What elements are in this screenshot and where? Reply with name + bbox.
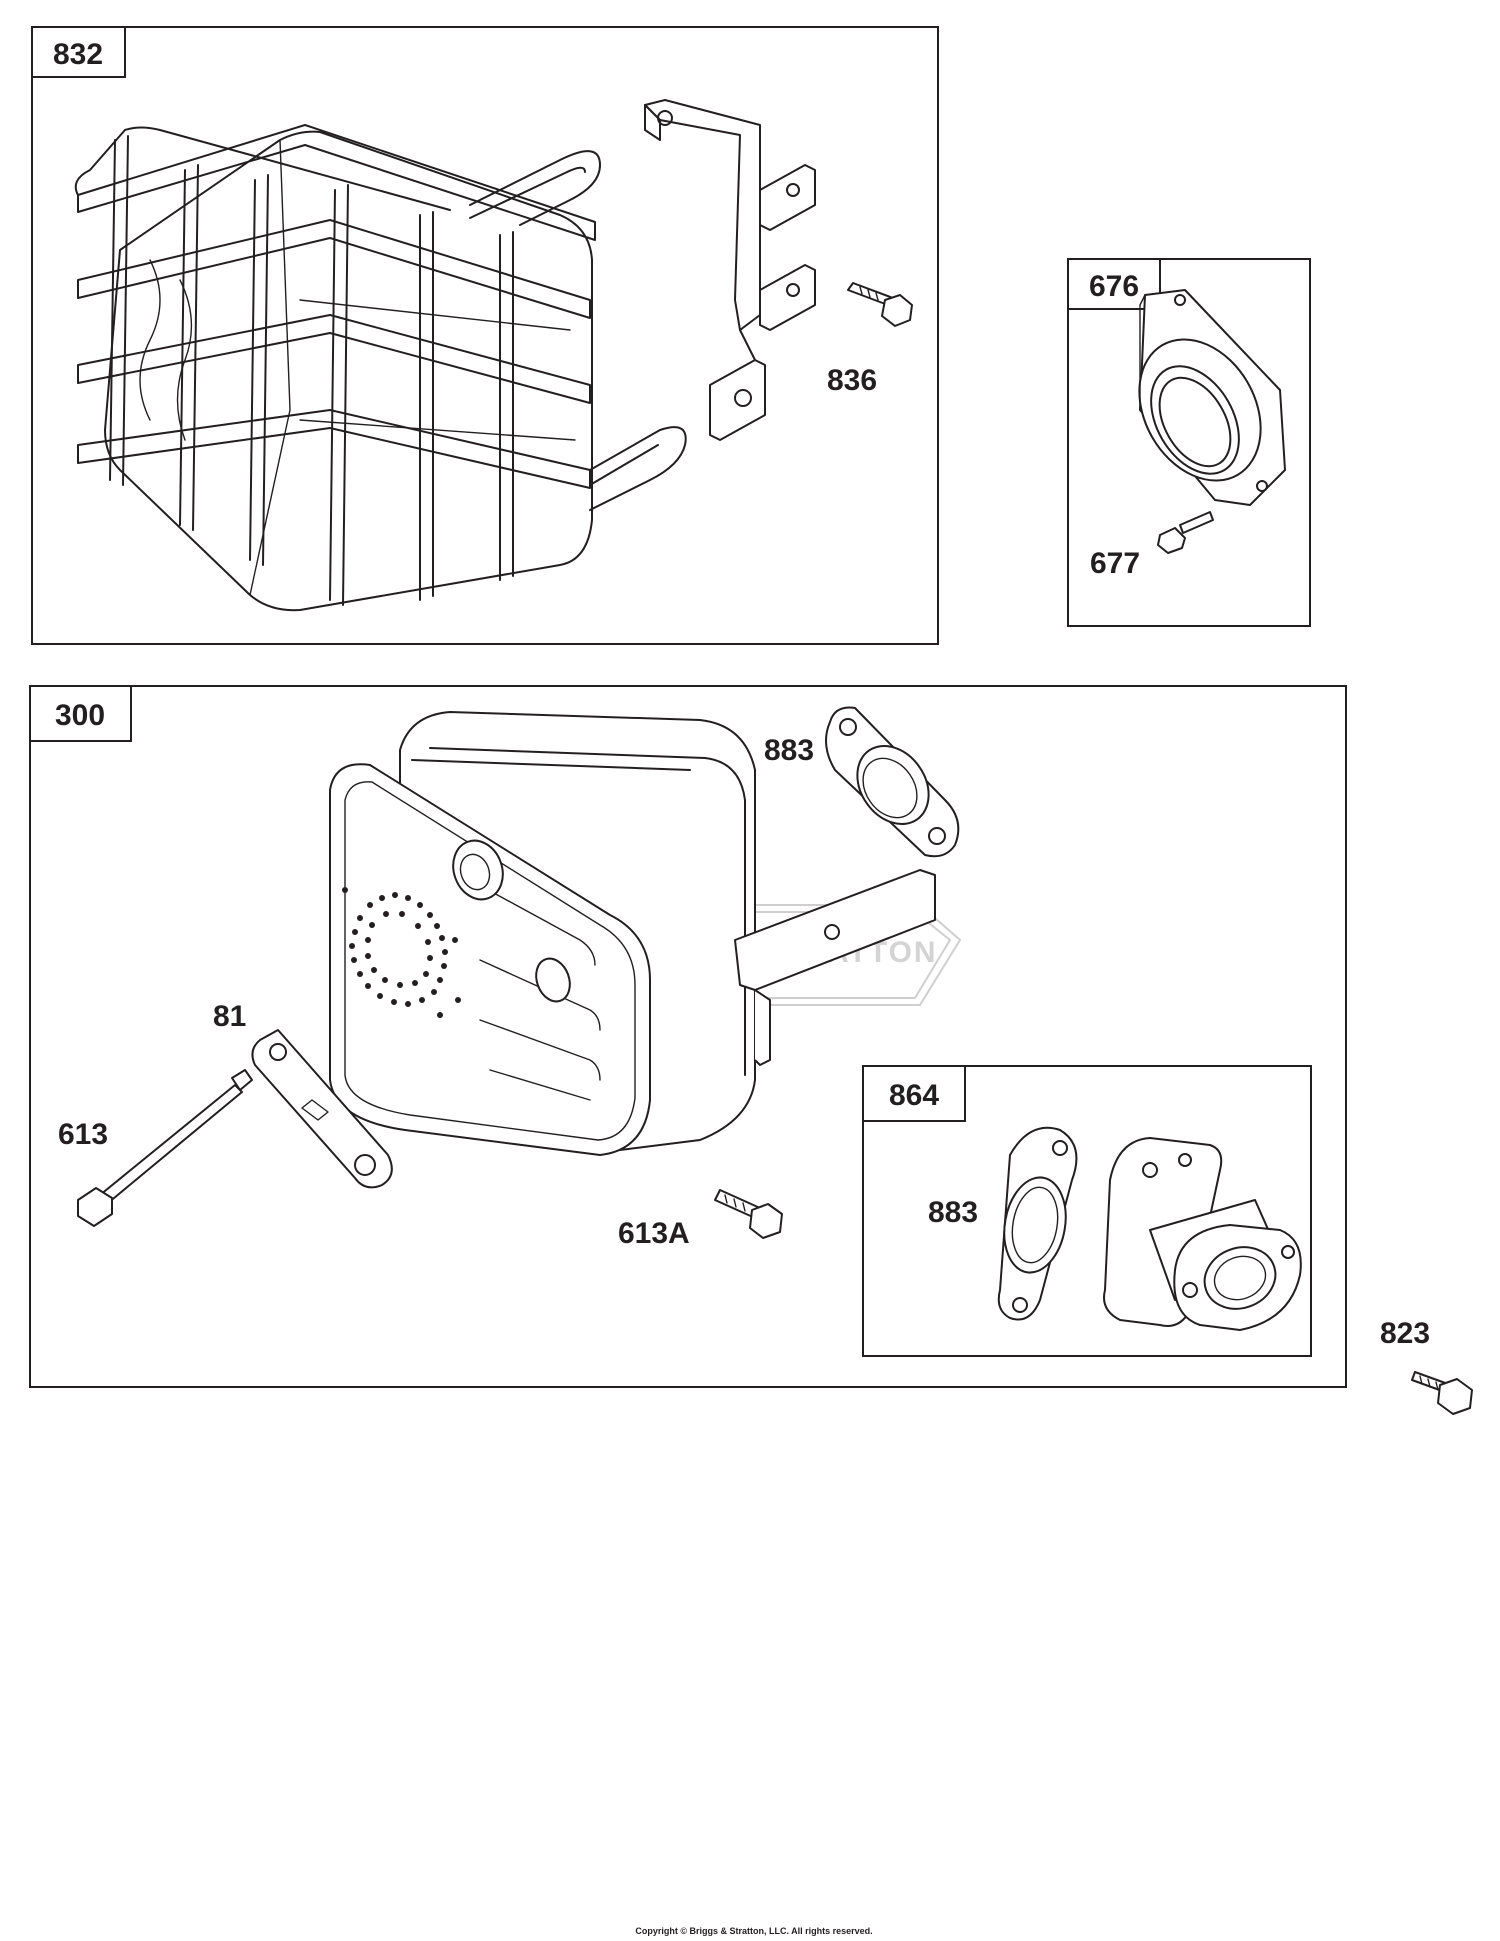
callout-613: 613 bbox=[58, 1118, 108, 1151]
group-832: 832 bbox=[31, 26, 939, 645]
label-864: 864 bbox=[889, 1079, 939, 1112]
bolt-836-drawing bbox=[847, 282, 913, 327]
tag-832 bbox=[31, 26, 126, 78]
callout-677: 677 bbox=[1090, 547, 1140, 580]
screw-613-drawing bbox=[77, 1069, 253, 1227]
tag-864 bbox=[862, 1065, 966, 1122]
callout-836: 836 bbox=[827, 364, 877, 397]
screw-613a-drawing bbox=[714, 1189, 783, 1239]
label-300: 300 bbox=[55, 699, 105, 732]
callout-883-top: 883 bbox=[764, 734, 814, 767]
plate-81-drawing bbox=[251, 1029, 393, 1189]
callout-613a: 613A bbox=[618, 1217, 690, 1250]
tag-300 bbox=[29, 685, 132, 742]
gasket-883-top-drawing bbox=[825, 706, 960, 858]
frame-832 bbox=[31, 26, 939, 645]
frame-864 bbox=[862, 1065, 1312, 1357]
gasket-883-inner-drawing bbox=[997, 1126, 1078, 1321]
screw-677-drawing bbox=[1157, 511, 1214, 554]
callout-81: 81 bbox=[213, 1000, 246, 1033]
frame-300 bbox=[29, 685, 1347, 1388]
group-300: 300 BRIGGS & STRATTON bbox=[29, 685, 1347, 1388]
exhaust-adapter-drawing bbox=[1103, 1137, 1302, 1331]
bolt-823-drawing bbox=[1411, 1371, 1473, 1415]
guard-bracket-drawing bbox=[644, 99, 816, 441]
muffler-perforations bbox=[342, 887, 461, 1018]
group-676: 676 677 bbox=[1067, 258, 1311, 627]
callout-823: 823 bbox=[1380, 1317, 1430, 1350]
label-832: 832 bbox=[53, 38, 103, 71]
copyright-notice: Copyright © Briggs & Stratton, LLC. All … bbox=[635, 1926, 872, 1936]
muffler-guard-drawing bbox=[74, 124, 687, 612]
group-823: 823 bbox=[1380, 1317, 1473, 1415]
callout-883-inner: 883 bbox=[928, 1196, 978, 1229]
flange-drawing bbox=[1138, 289, 1286, 506]
group-864: 864 883 bbox=[862, 1065, 1312, 1357]
label-676: 676 bbox=[1089, 270, 1139, 303]
frame-676 bbox=[1067, 258, 1311, 627]
muffler-drawing bbox=[329, 711, 936, 1156]
